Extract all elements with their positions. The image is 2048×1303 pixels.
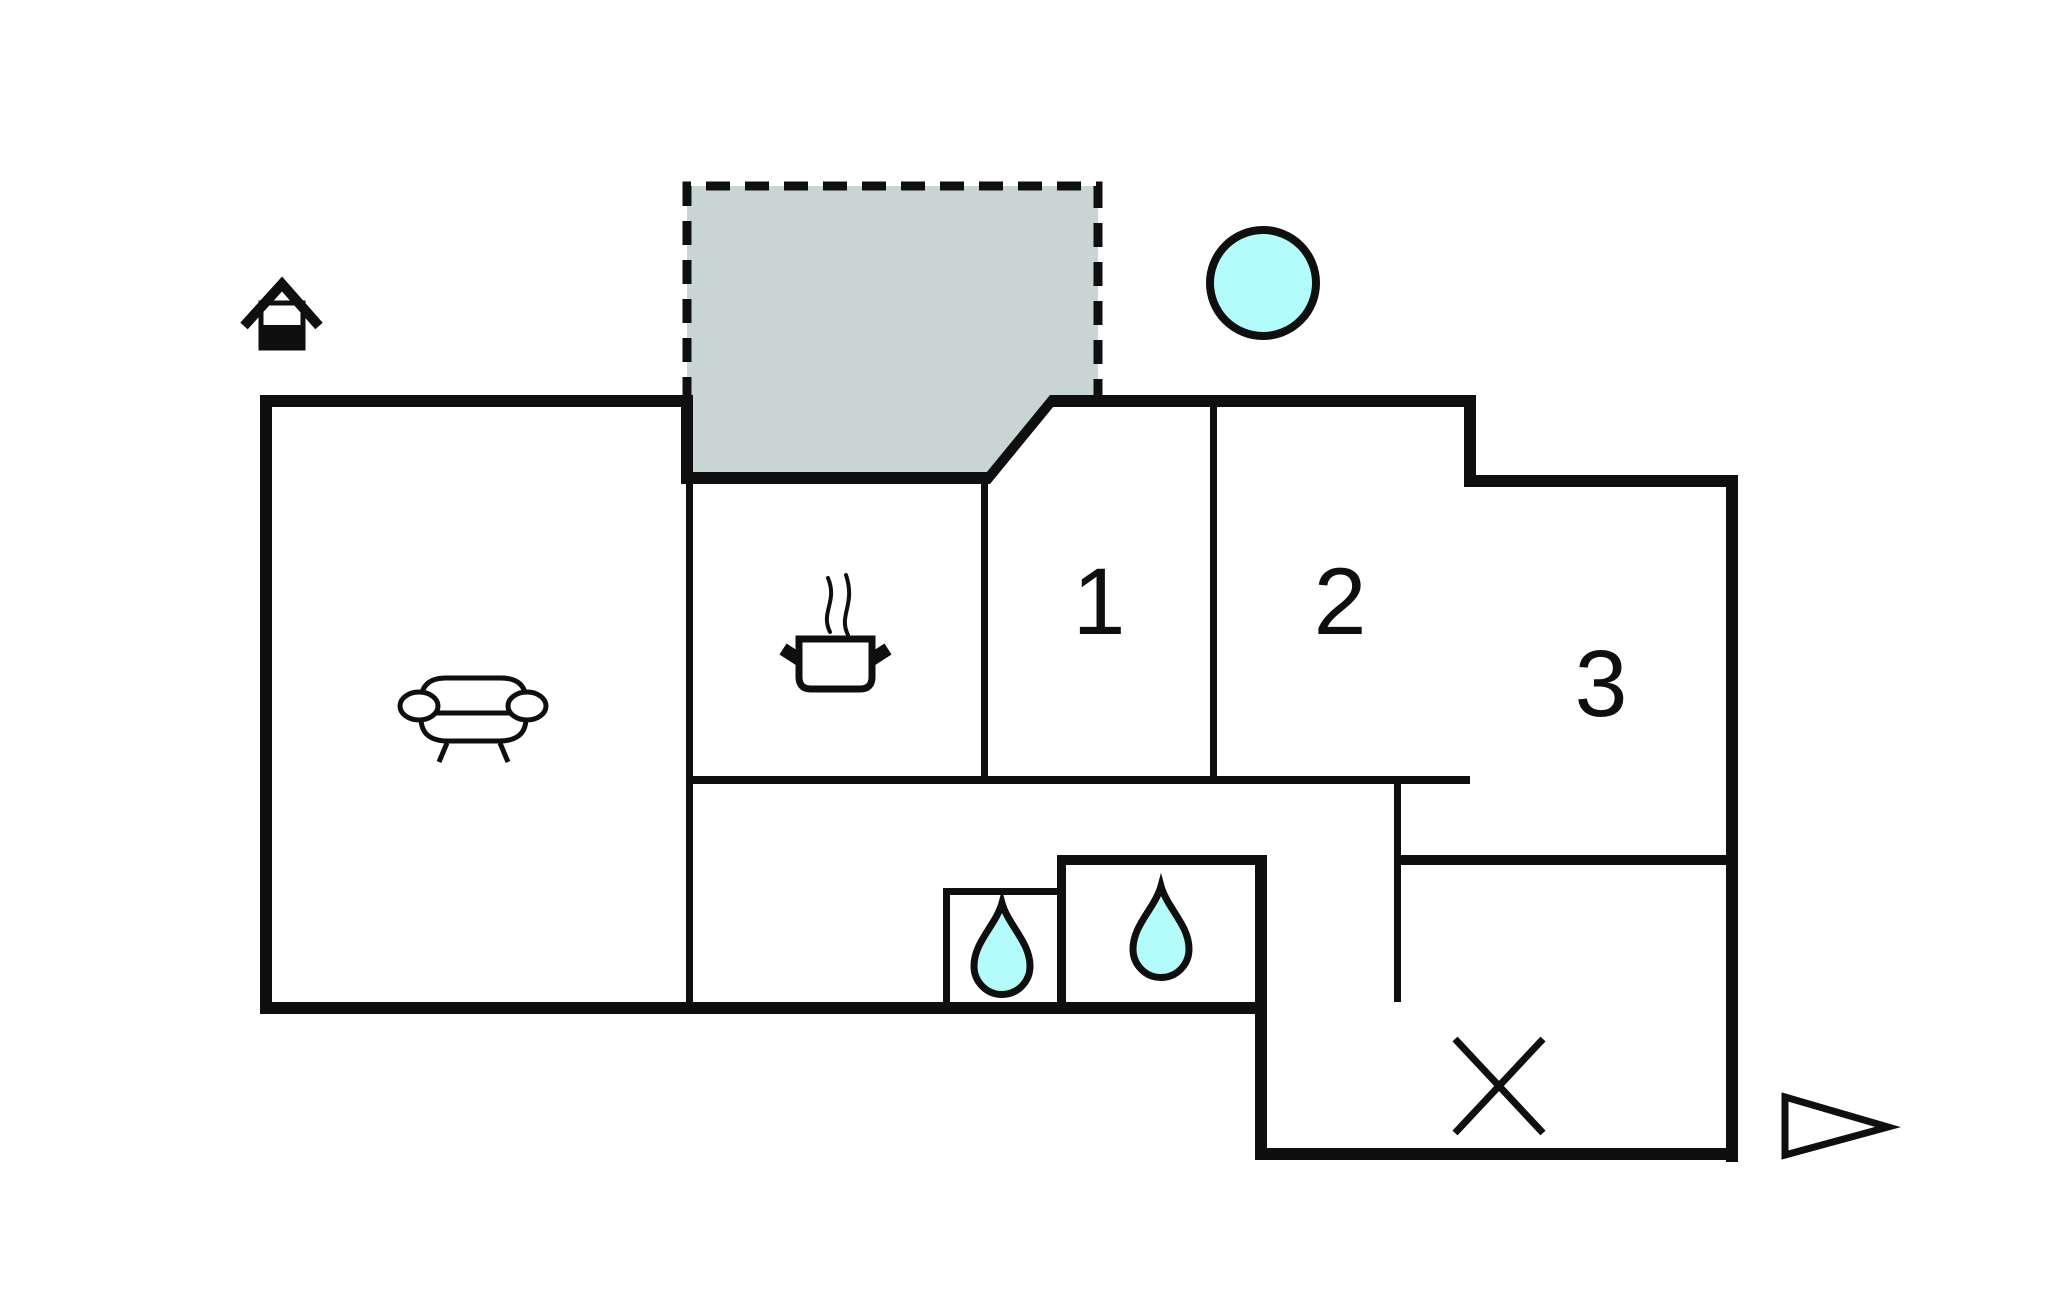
wall-bottom-entrance [1255,1148,1738,1160]
wall-closet1-top [943,888,1062,895]
wall-top-left [260,395,692,407]
wall-room3-top [1464,475,1738,487]
house-roof [240,276,323,330]
room-1-label: 1 [1073,549,1126,655]
steam-icon [824,576,834,634]
sofa-armrest-left [397,689,441,723]
cooking-pot-icon [779,573,892,693]
wall-rooms-bottom [690,776,1470,784]
wall-room2-right [1464,395,1476,487]
direction-arrow-icon [1781,1092,1901,1160]
wall-closet2-top [1057,855,1267,865]
room-2-label: 2 [1314,549,1367,655]
house-icon [240,276,323,351]
wall-right-outer [1726,475,1738,1162]
icons [240,276,1901,1160]
wall-closet1-left [943,888,950,1002]
wall-room1-room2 [1210,407,1217,780]
wall-closet2-left [1057,855,1066,1002]
x-mark-stroke [1452,1036,1546,1136]
sofa-icon [397,675,549,763]
x-mark-icon [1452,1036,1546,1136]
wall-kitchen-top [687,472,987,484]
wall-left-outer [260,395,272,1014]
sofa-leg-left [436,742,450,763]
wall-corridor-right [1394,784,1401,1002]
wall-diagonal [977,395,1063,484]
walls [260,395,1738,1162]
water-drop-small-icon [970,889,1034,998]
wall-bottom-main [260,1002,1267,1014]
room-labels: 1 2 3 [1073,549,1628,737]
water-drop-large-icon [1129,872,1193,981]
wall-kitchen-room1 [981,484,988,780]
steam-icon [842,573,852,637]
wall-entrance-left [1255,855,1267,1160]
pool-circle-icon [1206,226,1320,340]
sofa-seat [418,710,529,744]
wall-living-kitchen [686,407,693,1002]
wall-top-rooms [1050,395,1476,407]
sofa-armrest-right [505,689,549,723]
sofa-leg-right [497,742,511,763]
terrace-area [682,181,1103,477]
terrace-fill [687,186,1098,477]
pot-body [795,635,876,693]
house-body-bottom [261,325,303,348]
wall-room3-lower [1397,855,1732,865]
room-3-label: 3 [1575,631,1628,737]
